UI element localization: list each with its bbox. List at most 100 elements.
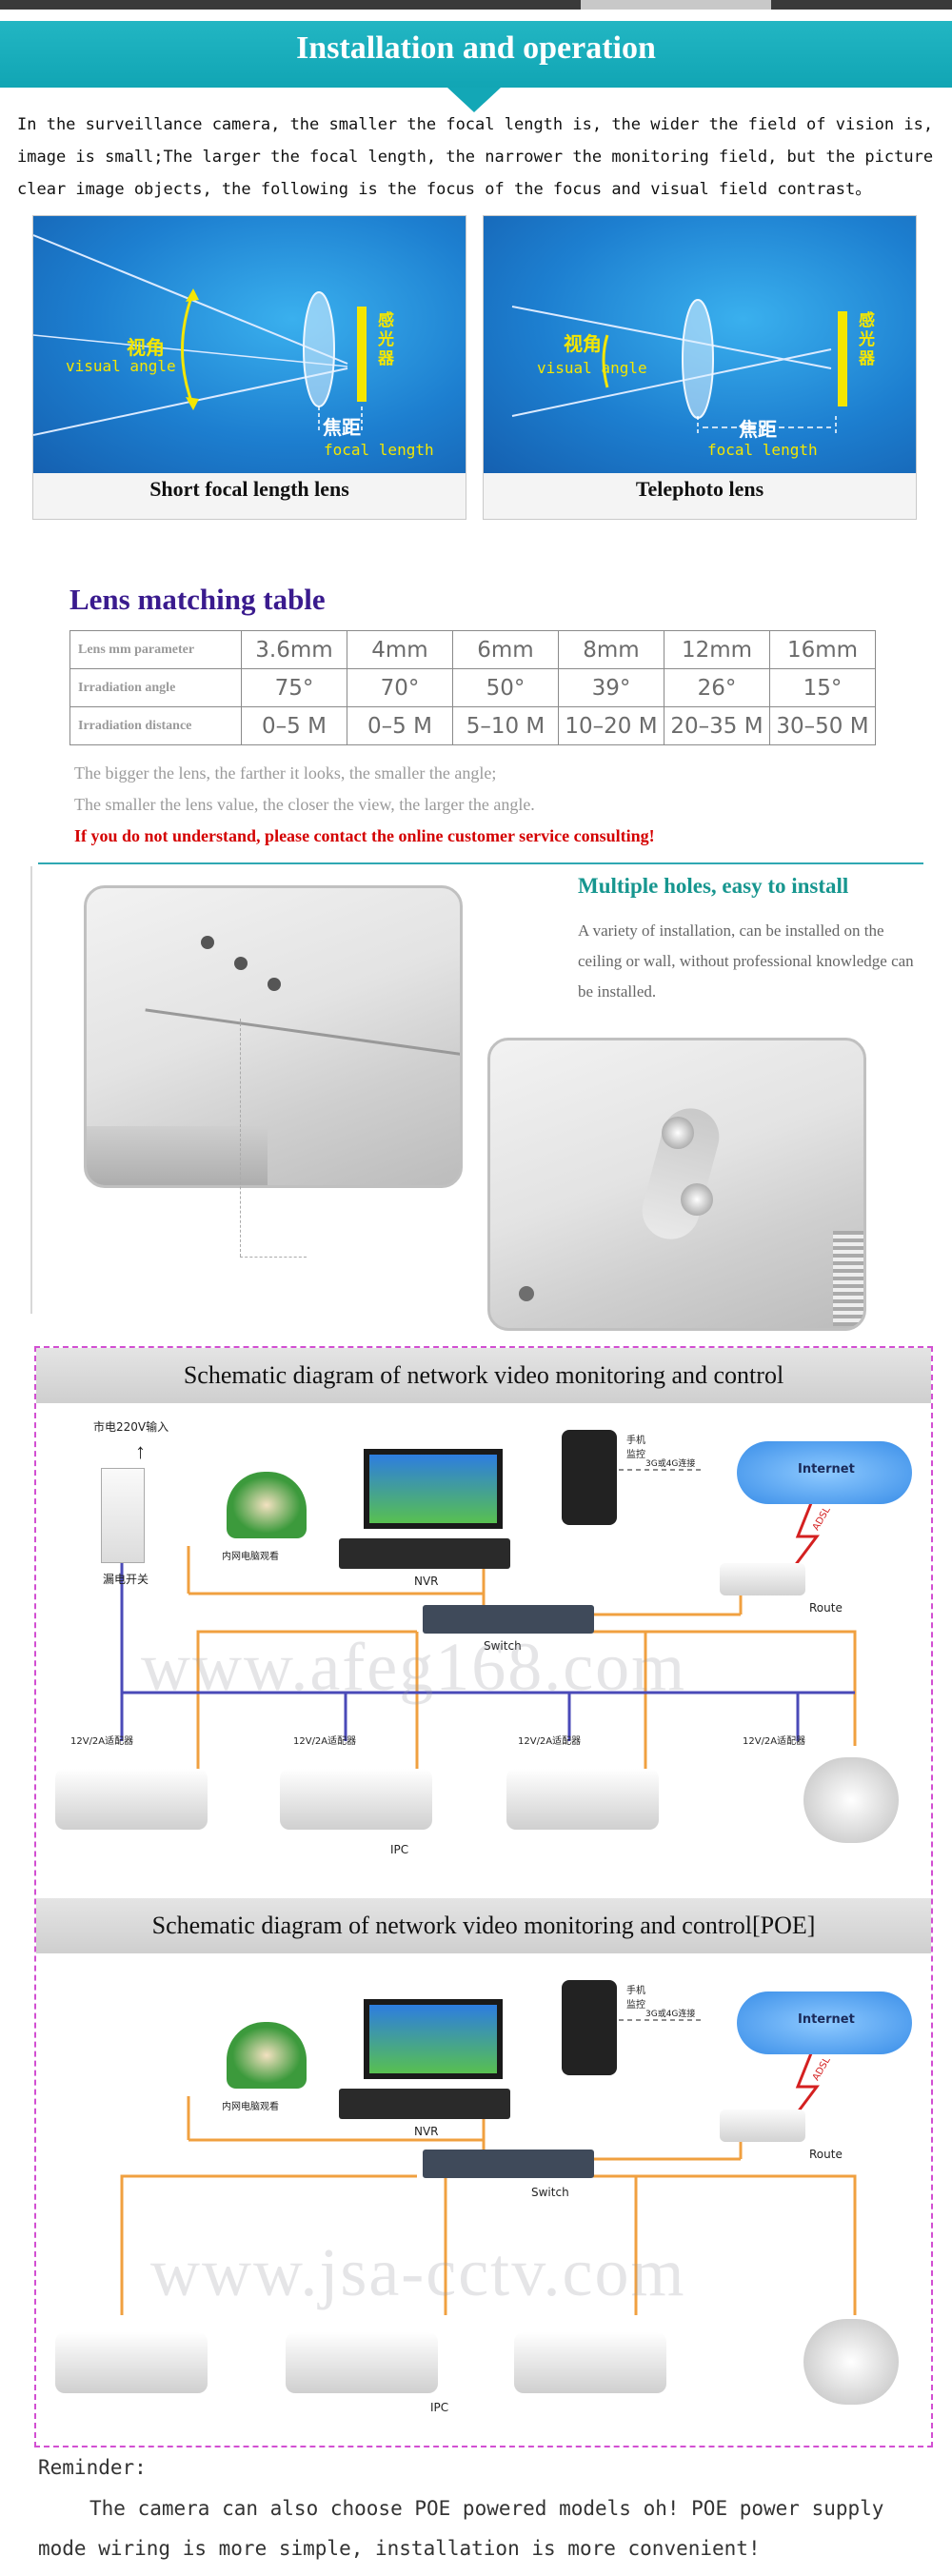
- tele-focal-cn: 焦距: [739, 418, 777, 441]
- camera-top-photo: [84, 885, 463, 1188]
- bullet-camera-icon: [55, 2332, 208, 2393]
- telephoto-lens-drawing: [511, 299, 847, 435]
- lens-note-1: The bigger the lens, the farther it look…: [74, 763, 497, 783]
- short-focal-cn: 焦距: [323, 416, 361, 439]
- monitor-icon: [364, 1449, 503, 1529]
- nvr-icon: [339, 1538, 510, 1569]
- mount-hole: [201, 936, 214, 949]
- adapter-label: 12V/2A适配器: [743, 1736, 806, 1747]
- internet-label: Internet: [798, 2012, 855, 2027]
- diagram-1: 市电220V输入 ↑ 漏电开关 内网电脑观看 NVR 手机 监控 3G或4G连接…: [36, 1403, 931, 1896]
- router-icon: [720, 2110, 805, 2142]
- table-cell: 5–10 M: [452, 706, 559, 745]
- diagram-2: 内网电脑观看 NVR 手机 监控 3G或4G连接 Internet ADSL R…: [36, 1953, 931, 2445]
- telephoto-lens-caption: Telephoto lens: [635, 477, 764, 501]
- section-title: Installation and operation: [296, 30, 656, 66]
- switch-icon: [423, 1605, 594, 1634]
- operator-icon: [227, 1472, 307, 1538]
- install-description: A variety of installation, can be instal…: [578, 921, 914, 1001]
- telephoto-lens-diagram: 视角 visual angle 感光器 焦距 focal length: [484, 216, 916, 473]
- install-title: Multiple holes, easy to install: [578, 874, 849, 898]
- top-bar: [0, 0, 952, 10]
- phone-label: 手机 监控: [626, 1986, 645, 2011]
- dome-camera-icon: [803, 2319, 899, 2405]
- intro-paragraph: In the surveillance camera, the smaller …: [17, 115, 934, 199]
- dome-camera-icon: [803, 1757, 899, 1843]
- camera-mount-photo: [487, 1038, 866, 1331]
- mount-screw: [681, 1183, 713, 1216]
- operator-label: 内网电脑观看: [222, 1552, 279, 1562]
- reminder-label: Reminder:: [38, 2456, 147, 2479]
- short-angle-cn: 视角: [127, 336, 165, 359]
- lens-note-2: The smaller the lens value, the closer t…: [74, 795, 535, 814]
- operator-icon: [227, 2022, 307, 2089]
- route-label: Route: [809, 1601, 843, 1615]
- arrow-up-icon: ↑: [135, 1439, 146, 1463]
- diagram-2-title: Schematic diagram of network video monit…: [36, 1898, 931, 1953]
- short-focal-lens-caption: Short focal length lens: [149, 477, 349, 501]
- table-cell: 0–5 M: [347, 706, 453, 745]
- short-focal-lens-drawing: [33, 234, 367, 436]
- table-cell: 4mm: [347, 630, 453, 669]
- phone-network-label: 3G或4G连接: [645, 1459, 696, 1469]
- nvr-label: NVR: [414, 1575, 439, 1588]
- phone-label: 手机 监控: [626, 1436, 645, 1460]
- mount-screw: [662, 1117, 694, 1149]
- mount-hole: [234, 957, 248, 970]
- row-label: Irradiation angle: [69, 668, 242, 707]
- table-cell: 0–5 M: [241, 706, 347, 745]
- breaker-icon: [101, 1468, 145, 1563]
- ipc-label: IPC: [430, 2401, 449, 2414]
- table-cell: 26°: [664, 668, 770, 707]
- left-rule: [30, 866, 32, 1314]
- top-bar-accent: [581, 0, 771, 10]
- row-label: Lens mm parameter: [69, 630, 242, 669]
- row-label: Irradiation distance: [69, 706, 242, 745]
- table-cell: 30–50 M: [769, 706, 876, 745]
- internet-label: Internet: [798, 1462, 855, 1476]
- bullet-camera-icon: [286, 2332, 438, 2393]
- switch-icon: [423, 2150, 594, 2178]
- table-cell: 50°: [452, 668, 559, 707]
- table-cell: 39°: [558, 668, 664, 707]
- table-row: Irradiation distance 0–5 M 0–5 M 5–10 M …: [69, 706, 876, 745]
- lens-matching-table: Lens mm parameter 3.6mm 4mm 6mm 8mm 12mm…: [69, 630, 876, 745]
- diagram-1-title: Schematic diagram of network video monit…: [36, 1348, 931, 1403]
- tele-sensor-cn: 感光器: [859, 311, 875, 368]
- adapter-label: 12V/2A适配器: [70, 1736, 134, 1747]
- watermark: www.afeg168.com: [141, 1629, 687, 1705]
- short-focal-lens-diagram: 视角 visual angle 感光器 焦距 focal length: [33, 216, 466, 473]
- watermark: www.jsa-cctv.com: [150, 2234, 686, 2310]
- mount-hole: [268, 978, 281, 991]
- switch-label: Switch: [484, 1639, 522, 1653]
- table-row: Lens mm parameter 3.6mm 4mm 6mm 8mm 12mm…: [69, 630, 876, 669]
- mains-input-label: 市电220V输入: [93, 1420, 169, 1434]
- breaker-label: 漏电开关: [103, 1573, 149, 1586]
- telephoto-lens-panel: 视角 visual angle 感光器 焦距 focal length Tele…: [483, 215, 917, 520]
- contact-service-note: If you do not understand, please contact…: [74, 826, 655, 845]
- banner-arrow-icon: [447, 88, 501, 112]
- ipc-label: IPC: [390, 1843, 409, 1856]
- lens-table-title: Lens matching table: [69, 583, 326, 616]
- router-icon: [720, 1563, 805, 1595]
- adapter-label: 12V/2A适配器: [293, 1736, 357, 1747]
- short-focal-en: focal length: [324, 441, 434, 459]
- operator-label: 内网电脑观看: [222, 2102, 279, 2112]
- table-cell: 70°: [347, 668, 453, 707]
- table-cell: 8mm: [558, 630, 664, 669]
- table-row: Irradiation angle 75° 70° 50° 39° 26° 15…: [69, 668, 876, 707]
- table-cell: 15°: [769, 668, 876, 707]
- cloud-icon: [737, 1991, 912, 2054]
- tele-focal-en: focal length: [707, 441, 818, 459]
- phone-icon: [562, 1430, 617, 1525]
- diagram-1-cables: [120, 1469, 857, 1784]
- phone-icon: [562, 1980, 617, 2075]
- table-cell: 12mm: [664, 630, 770, 669]
- monitor-icon: [364, 1999, 503, 2079]
- reminder-text: The camera can also choose POE powered m…: [38, 2497, 884, 2560]
- section-divider: [38, 862, 923, 864]
- diagram-frame: [34, 1346, 933, 2447]
- table-cell: 20–35 M: [664, 706, 770, 745]
- short-sensor-cn: 感光器: [378, 311, 394, 368]
- table-cell: 75°: [241, 668, 347, 707]
